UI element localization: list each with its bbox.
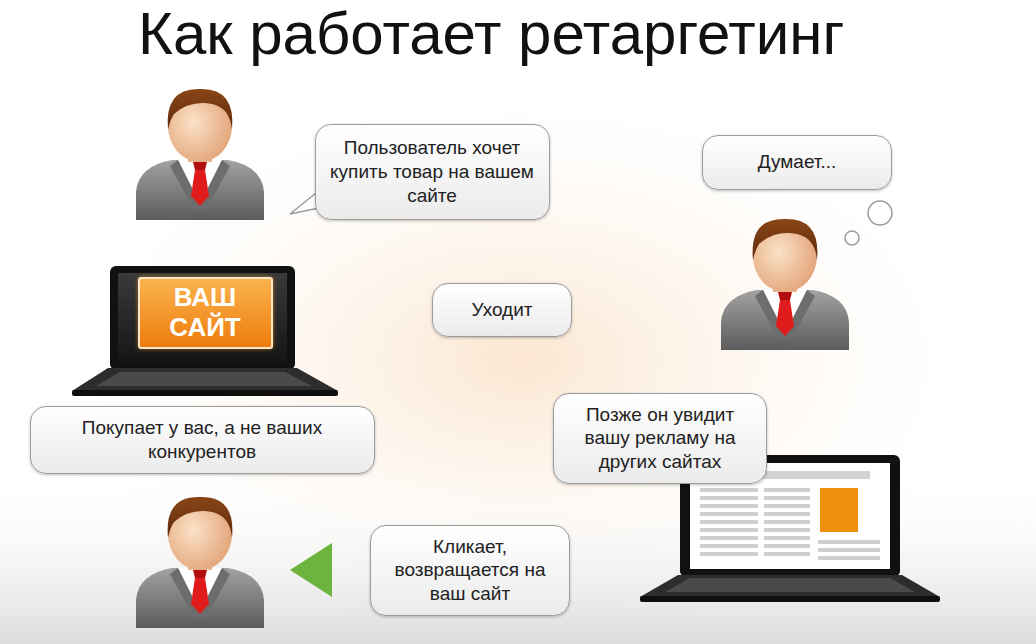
user-figure xyxy=(721,219,849,350)
figure-group: Думает... xyxy=(700,128,900,350)
page-text-lines xyxy=(700,488,880,560)
laptop-screen xyxy=(110,266,295,370)
laptop xyxy=(72,266,338,396)
thought-bubble: Думает... xyxy=(702,135,892,190)
laptop-edge xyxy=(72,390,338,396)
arrow-head xyxy=(290,543,332,597)
diagram-title: Как работает ретаргетинг xyxy=(138,0,844,70)
laptop-base xyxy=(640,575,940,597)
laptop-edge xyxy=(640,596,940,602)
laptop-base xyxy=(72,368,338,391)
user-figure xyxy=(136,89,264,220)
figure-group: Пользователь хочет купить товар на вашем… xyxy=(130,85,560,218)
arrow-label: Кликает, возвращается на ваш сайт xyxy=(370,525,570,616)
thought-dot xyxy=(845,231,859,245)
laptop-display xyxy=(118,273,287,363)
figure-group: ВАШ САЙТ xyxy=(75,266,338,396)
laptop-keyboard xyxy=(665,578,915,592)
arrow-label: Уходит xyxy=(432,283,572,337)
figure-group: Позже он увидит вашу рекламу на других с… xyxy=(635,455,940,602)
ad-banner xyxy=(820,488,858,532)
site-banner: ВАШ САЙТ xyxy=(138,277,273,349)
thought-dot xyxy=(868,201,892,225)
callout-box: Позже он увидит вашу рекламу на других с… xyxy=(553,393,767,484)
user-figure xyxy=(136,497,264,628)
speech-bubble: Пользователь хочет купить товар на вашем… xyxy=(315,124,550,220)
laptop-keyboard xyxy=(96,372,312,386)
arrow-label: Покупает у вас, а не ваших конкурентов xyxy=(30,406,375,474)
